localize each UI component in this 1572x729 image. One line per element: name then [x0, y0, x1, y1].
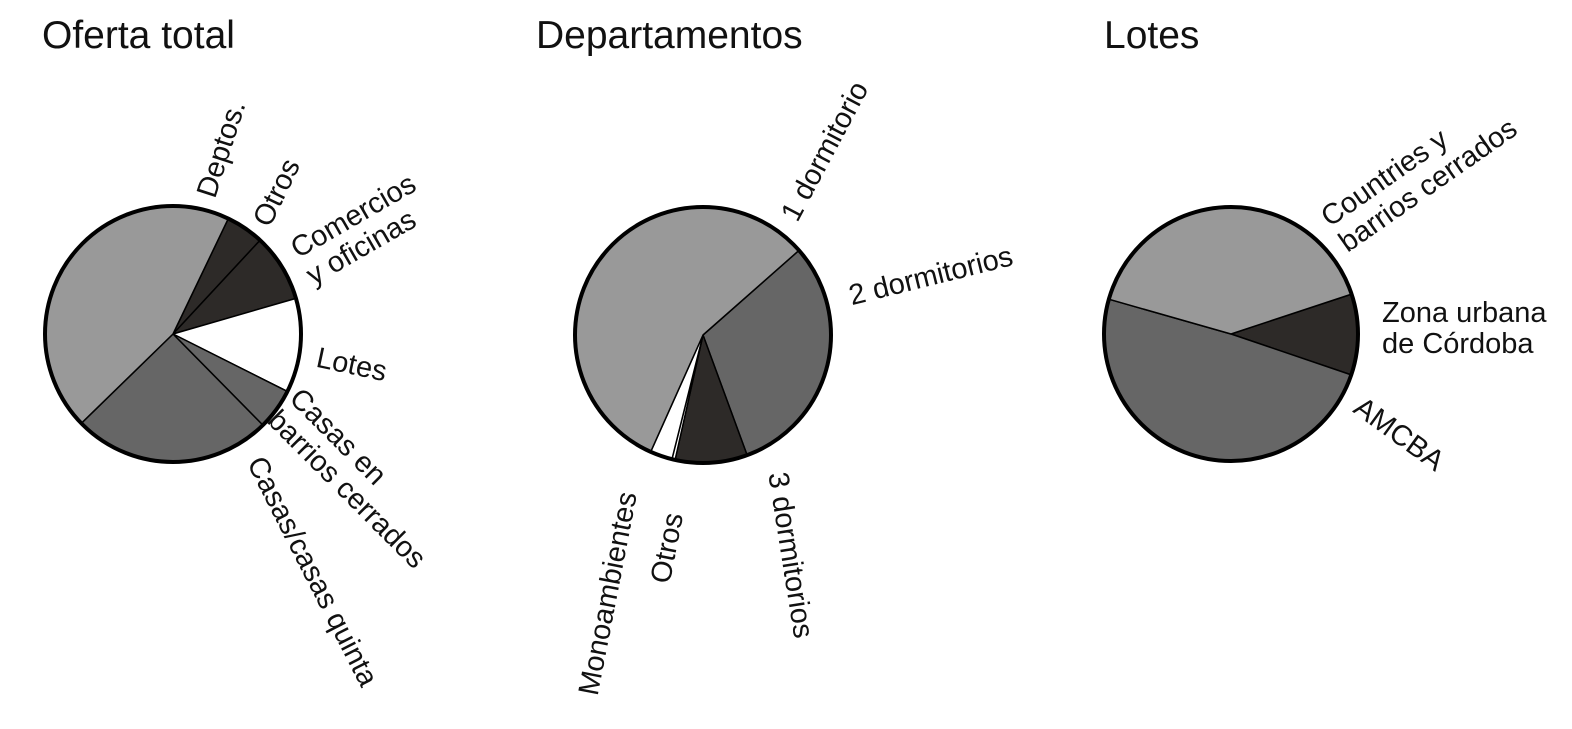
chart-title-oferta-total: Oferta total — [42, 14, 235, 57]
pie-outline — [43, 204, 303, 464]
pie-outline — [573, 205, 833, 465]
pie-outline — [1102, 205, 1360, 463]
chart-title-departamentos: Departamentos — [536, 14, 803, 57]
chart-title-lotes: Lotes — [1104, 14, 1200, 57]
label-zona-urbana: Zona urbana de Córdoba — [1382, 297, 1547, 360]
